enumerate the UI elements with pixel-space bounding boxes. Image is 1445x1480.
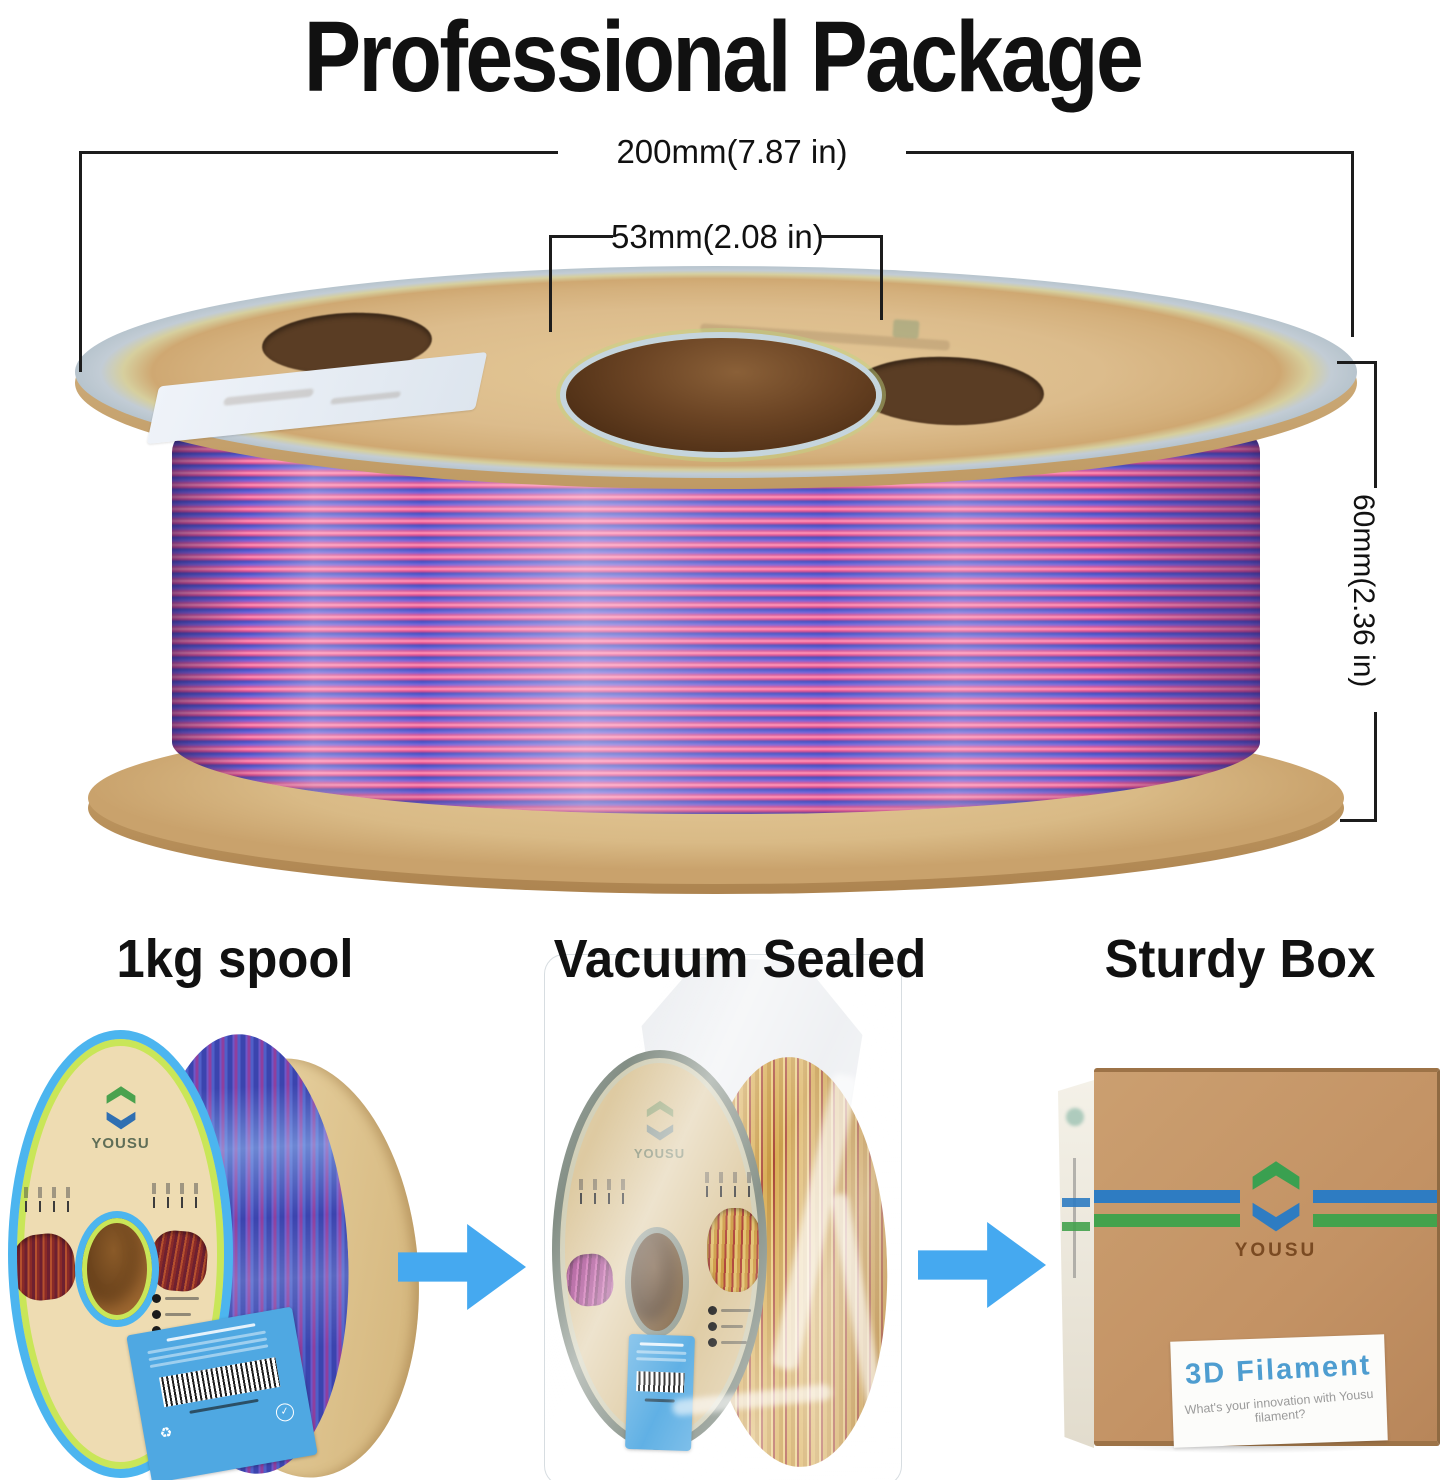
dim-height-line-top	[1337, 361, 1377, 364]
weight-scale-ticks-right	[705, 1172, 751, 1197]
brand-wordmark: YOUSU	[633, 1146, 686, 1161]
box-front-panel: YOUSU 3D Filament What's your innovation…	[1094, 1068, 1440, 1448]
dim-hub-label: 53mm(2.08 in)	[611, 218, 824, 255]
weight-scale-ticks-left	[579, 1179, 625, 1204]
sealed-window-right	[707, 1208, 759, 1292]
feature-label-vacuum-sealed: Vacuum Sealed	[553, 929, 927, 989]
dim-diameter-label: 200mm(7.87 in)	[616, 133, 848, 170]
shipping-box-photo: YOUSU 3D Filament What's your innovation…	[1058, 1068, 1440, 1458]
dim-hub-line-left	[549, 235, 613, 238]
sealed-window-left	[564, 1252, 616, 1308]
box-label-title: 3D Filament	[1184, 1349, 1373, 1391]
brand-wordmark: YOUSU	[1234, 1240, 1318, 1261]
box-label: 3D Filament What's your innovation with …	[1170, 1334, 1388, 1448]
dim-height-line-bottom	[1340, 819, 1377, 822]
recycle-icon: ♻	[158, 1423, 174, 1442]
brand-logo-icon	[1250, 1156, 1302, 1234]
dim-diameter-tick-left	[79, 151, 82, 372]
social-icon	[152, 1294, 161, 1303]
arrow-right-icon	[918, 1222, 1046, 1308]
brand-logo-icon	[101, 1083, 141, 1131]
product-info-label	[625, 1333, 695, 1452]
box-stripe-blue	[1313, 1190, 1437, 1203]
dim-height-tick-bottom	[1374, 712, 1377, 822]
dim-diameter-tick-right	[1351, 151, 1354, 337]
dim-diameter-line-left	[80, 151, 558, 154]
box-stripe-green	[1313, 1214, 1437, 1227]
spool-window-left	[17, 1230, 79, 1304]
product-info-label: ♻ ✓	[126, 1306, 318, 1480]
dim-height-tick-top	[1374, 361, 1377, 488]
weight-scale-ticks-left	[24, 1187, 70, 1212]
dim-height-label: 60mm(2.36 in)	[1347, 494, 1380, 688]
weight-scale-ticks-right	[152, 1183, 198, 1208]
page-title: Professional Package	[303, 1, 1144, 113]
dim-hub-tick-left	[549, 235, 552, 332]
dim-hub-tick-right	[880, 235, 883, 320]
spool-center-hole	[566, 338, 876, 452]
spool-hub-hole	[75, 1211, 159, 1327]
dim-hub-line-right	[820, 235, 883, 238]
spool-filament-drum	[172, 430, 1260, 814]
brand-logo-icon	[642, 1098, 678, 1142]
box-stripe-blue	[1094, 1190, 1240, 1203]
feature-label-sturdy-box: Sturdy Box	[1104, 929, 1376, 989]
box-stripe-green	[1094, 1214, 1240, 1227]
box-side-text	[1073, 1158, 1076, 1278]
vacuum-sealed-photo: YOUSU	[544, 954, 902, 1480]
barcode	[632, 1368, 688, 1396]
social-icon	[152, 1310, 161, 1319]
box-side-logo-mark	[1066, 1108, 1084, 1126]
feature-label-1kg-spool: 1kg spool	[116, 929, 354, 989]
spool-face-photo: YOUSU ♻ ✓	[8, 1028, 460, 1480]
box-side-stripe-green	[1062, 1222, 1090, 1231]
box-label-tagline: What's your innovation with Yousu filame…	[1184, 1386, 1374, 1426]
box-side-stripe-blue	[1062, 1198, 1090, 1207]
check-circle-icon: ✓	[274, 1401, 296, 1423]
sealed-hub-hole	[625, 1227, 689, 1337]
box-side-panel	[1058, 1080, 1094, 1448]
spool-faint-logo-mark	[892, 319, 920, 339]
brand-wordmark: YOUSU	[91, 1135, 150, 1152]
social-icons	[708, 1306, 751, 1354]
dim-diameter-line-right	[906, 151, 1354, 154]
